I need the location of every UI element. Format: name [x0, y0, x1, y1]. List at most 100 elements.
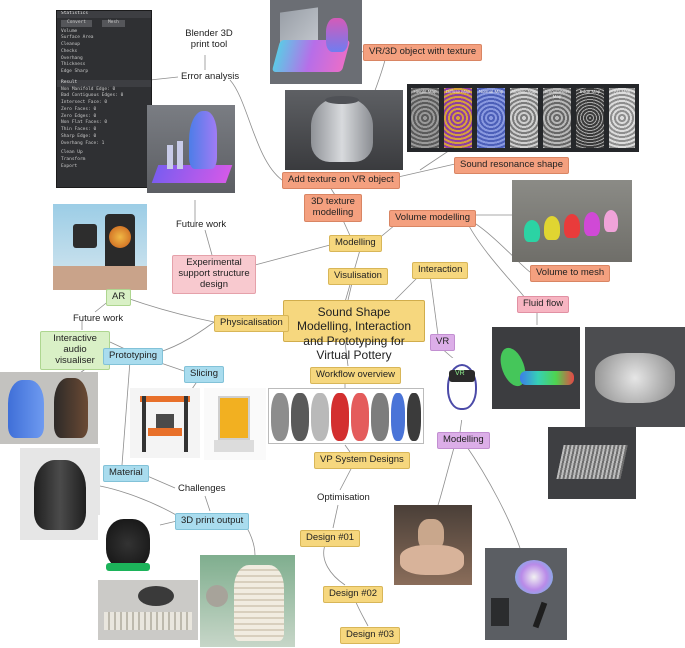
vr-sculpt-image — [485, 548, 567, 640]
node-future-work-left[interactable]: Future work — [73, 313, 124, 324]
headset-vr-label: VR — [455, 370, 465, 377]
node-slicing[interactable]: Slicing — [184, 366, 224, 383]
fluid-flow-image — [492, 327, 580, 409]
blender-stats-panel: Statistics Convert Mesh Volume Surface A… — [56, 10, 152, 188]
link-challenges-output — [204, 495, 211, 512]
link-headset-modelling — [459, 417, 463, 433]
link-modelling-vrshot — [464, 443, 521, 549]
node-design3[interactable]: Design #03 — [340, 627, 401, 644]
node-volume-modelling[interactable]: Volume modelling — [389, 210, 476, 227]
link-center-workflow — [344, 341, 349, 367]
link-optimisation-d1 — [332, 504, 339, 529]
panel-result: Non Manifold Edge: 0 — [61, 86, 116, 92]
link-vp-optimisation — [339, 466, 353, 491]
panel-result: Non Flat Faces: 0 — [61, 120, 108, 126]
workflow-strip-image — [268, 388, 424, 444]
link-prototyping-interactive — [109, 341, 126, 350]
central-topic[interactable]: Sound Shape Modelling, Interaction and P… — [283, 300, 425, 362]
node-physicalisation[interactable]: Physicalisation — [214, 315, 289, 332]
node-visulisation[interactable]: Visulisation — [328, 268, 388, 285]
node-design1[interactable]: Design #01 — [300, 530, 361, 547]
texture-map-tile: Smoothness Map — [543, 88, 571, 148]
node-blender-tool[interactable]: Blender 3D print tool — [185, 28, 233, 50]
node-volume-to-mesh[interactable]: Volume to mesh — [530, 265, 611, 282]
voxel-block-image — [548, 427, 636, 499]
panel-result: Overhang Face: 1 — [61, 140, 105, 146]
panel-result-header: Result — [57, 79, 151, 87]
node-design2[interactable]: Design #02 — [323, 586, 384, 603]
node-optimisation[interactable]: Optimisation — [317, 492, 370, 503]
panel-row: Overhang — [61, 55, 83, 61]
panel-footer-item[interactable]: Transform — [61, 157, 86, 162]
3d-printer-image — [130, 388, 200, 458]
panel-row: Thickness — [61, 62, 86, 68]
vr-hands-image — [394, 505, 472, 585]
texture-map-tile: AO Map — [609, 88, 635, 148]
node-material[interactable]: Material — [103, 465, 149, 482]
node-vr-object-texture[interactable]: VR/3D object with texture — [363, 44, 483, 61]
fluid-surface-image — [585, 327, 685, 427]
link-d1-d2 — [323, 544, 346, 586]
white-sculpture-image — [200, 555, 295, 647]
node-workflow-overview[interactable]: Workflow overview — [310, 367, 402, 384]
node-vr[interactable]: VR — [430, 334, 456, 351]
panel-row: Checks — [61, 48, 78, 54]
panel-title: Statistics — [57, 11, 151, 18]
panel-row: Edge Sharp — [61, 69, 89, 74]
panel-result: Sharp Edge: 0 — [61, 133, 97, 139]
texture-map-tile: Diffuse Map — [444, 88, 472, 148]
texture-map-tile: Height Map — [411, 88, 439, 148]
node-vp-system[interactable]: VP System Designs — [314, 452, 410, 469]
node-challenges[interactable]: Challenges — [178, 483, 226, 494]
node-ar[interactable]: AR — [106, 289, 132, 306]
link-modelling-hands — [437, 443, 456, 506]
panel-result: Zero Edges: 0 — [61, 113, 97, 119]
link-modelling-support — [254, 244, 331, 266]
link-support-future — [204, 229, 213, 256]
texture-maps-strip: Height Map Diffuse Map Normal Map Metall… — [407, 84, 639, 152]
panel-row: Cleanup — [61, 42, 80, 47]
texture-map-tile: Edge Map — [576, 88, 604, 148]
node-experimental-support[interactable]: Experimental support structure design — [172, 255, 256, 294]
node-sound-resonance[interactable]: Sound resonance shape — [454, 157, 569, 174]
link-workflow-vp — [344, 444, 351, 453]
panel-tab[interactable]: Mesh — [101, 19, 125, 27]
link-output-black — [159, 520, 178, 526]
texture-map-tile: Normal Map — [477, 88, 505, 148]
node-interactive-audio[interactable]: Interactive audio visualiser — [40, 331, 110, 370]
link-interaction-vr — [429, 274, 439, 336]
resin-printer-image — [204, 388, 266, 460]
node-prototyping[interactable]: Prototyping — [103, 348, 164, 365]
link-prototyping-material — [121, 360, 131, 466]
panel-footer-item[interactable]: Clean Up — [61, 150, 83, 156]
vr-headset-figure: VR — [441, 358, 483, 420]
link-volume-fluid — [465, 219, 526, 299]
green-print-image — [98, 515, 158, 575]
volume-render-image — [512, 180, 632, 262]
node-future-work-top[interactable]: Future work — [176, 219, 227, 230]
node-interaction[interactable]: Interaction — [412, 262, 469, 279]
panel-footer-item[interactable]: Export — [61, 163, 78, 169]
node-modelling[interactable]: Modelling — [329, 235, 382, 252]
panel-tab[interactable]: Convert — [61, 19, 92, 27]
vase-render-image — [285, 90, 403, 170]
node-add-texture[interactable]: Add texture on VR object — [282, 172, 400, 189]
panel-result: Zero Faces: 0 — [61, 106, 97, 112]
black-print-image — [20, 448, 100, 540]
node-fluid-flow[interactable]: Fluid flow — [517, 296, 570, 313]
panel-result: Intersect Face: 0 — [61, 100, 108, 105]
link-add-error — [229, 79, 283, 181]
texture-map-tile: Metallic Map — [510, 88, 538, 148]
panel-row: Surface Area — [61, 35, 94, 41]
node-error-analysis[interactable]: Error analysis — [181, 71, 240, 82]
node-print-output[interactable]: 3D print output — [175, 513, 250, 530]
textured-object-image — [270, 0, 362, 84]
coin-samples-image — [98, 580, 198, 640]
panel-result: Bad Contiguous Edges: 0 — [61, 93, 124, 99]
node-texture-modelling[interactable]: 3D texture modelling — [304, 194, 362, 222]
link-center-visulisation — [347, 282, 353, 301]
link-texture-maps — [419, 149, 451, 171]
node-modelling-vr[interactable]: Modelling — [437, 432, 490, 449]
panel-row: Volume — [61, 28, 78, 34]
